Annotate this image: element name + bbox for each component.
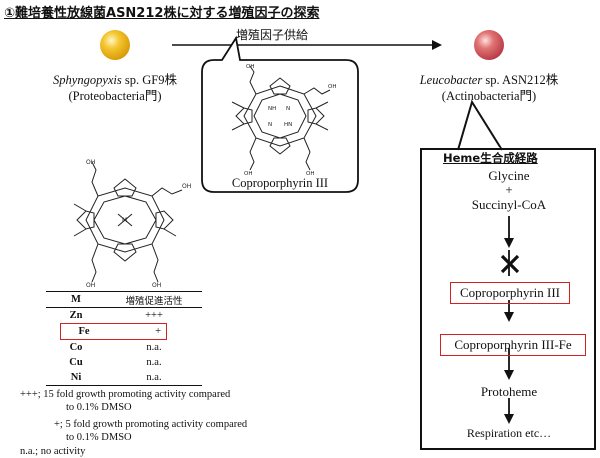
table-row: Fe + <box>61 324 165 339</box>
table-cell-metal: Cu <box>69 357 83 368</box>
hn-label: HN <box>284 122 292 128</box>
left-genus: Sphyngopyxis <box>53 73 122 87</box>
note-line-3: +; 5 fold growth promoting activity comp… <box>54 419 248 430</box>
mp-oh-label-2: OH <box>182 183 191 190</box>
succinyl-coa-label: Succinyl-CoA <box>471 197 547 212</box>
table-cell-metal: Zn <box>69 310 83 321</box>
oh-label-1: OH <box>246 64 254 70</box>
table-cell-activity: n.a. <box>146 357 162 368</box>
heme-pathway-box <box>420 148 596 450</box>
sphyngopyxis-cell-icon <box>100 30 130 60</box>
left-strain: sp. GF9株 <box>121 73 177 87</box>
metalloporphyrin-structure: M OH OH OH OH <box>73 159 191 288</box>
table-header-activity: 増殖促進活性 <box>125 295 183 307</box>
n-label-2: N <box>268 122 272 128</box>
table-header-metal: M <box>71 294 81 305</box>
note-line-1: +++; 15 fold growth promoting activity c… <box>20 389 231 400</box>
heme-callout-tail <box>457 99 503 151</box>
right-strain: sp. ASN212株 <box>482 73 559 87</box>
table-cell-activity: n.a. <box>146 342 162 353</box>
pathway-arrows <box>504 216 514 424</box>
table-cell-metal: Co <box>69 342 83 353</box>
bubble-compound-label: Coproporphyrin III <box>231 176 329 190</box>
table-row: Cu n.a. <box>46 355 202 370</box>
table-cell-activity: n.a. <box>146 372 162 383</box>
note-line-2: to 0.1% DMSO <box>66 402 132 413</box>
glycine-label: Glycine <box>488 168 530 183</box>
table-cell-metal: Fe <box>78 326 90 337</box>
plus-label: + <box>505 182 513 197</box>
note-line-4: to 0.1% DMSO <box>66 432 132 443</box>
table-cell-activity: +++ <box>145 310 163 321</box>
table-cell-metal: Ni <box>70 372 82 383</box>
oh-label-3: OH <box>244 171 252 176</box>
right-genus: Leucobacter <box>419 73 483 87</box>
coproporphyrin-structure: NH N N HN OH OH OH OH <box>231 64 336 176</box>
right-organism-name: Leucobacter sp. ASN212株 <box>404 72 574 88</box>
metal-activity-table: M 増殖促進活性 Zn +++ Fe + Co n.a. Cu n.a. Ni <box>46 291 202 386</box>
fe-highlight-box: Fe + <box>60 323 167 340</box>
table-cell-activity: + <box>155 326 161 337</box>
nh-label: NH <box>268 106 276 112</box>
leucobacter-cell-icon <box>474 30 504 60</box>
protoheme-label: Protoheme <box>480 384 538 399</box>
left-phylum: (Proteobacteria門) <box>68 89 162 103</box>
coproporphyrin-step: Coproporphyrin III <box>450 282 570 304</box>
table-row: Co n.a. <box>46 340 202 355</box>
page-title: ①難培養性放線菌ASN212株に対する増殖因子の探索 <box>4 6 320 21</box>
block-x-icon <box>500 254 520 274</box>
heme-pathway-title: Heme生合成経路 <box>443 151 538 165</box>
left-organism-name: Sphyngopyxis sp. GF9株 <box>30 72 200 88</box>
speech-bubble <box>201 35 359 193</box>
mp-oh-label-3: OH <box>86 282 95 288</box>
mp-oh-label-4: OH <box>152 282 161 288</box>
metal-m-label: M <box>122 217 127 224</box>
table-row: Zn +++ <box>46 308 202 323</box>
oh-label-2: OH <box>328 84 336 90</box>
note-line-5: n.a.; no activity <box>20 446 86 457</box>
respiration-label: Respiration etc… <box>466 426 552 440</box>
n-label-1: N <box>286 106 290 112</box>
supply-label: 増殖因子供給 <box>235 28 308 42</box>
supply-arrow-head <box>432 40 442 50</box>
coproporphyrin-fe-step: Coproporphyrin III-Fe <box>440 334 586 356</box>
mp-oh-label-1: OH <box>86 159 95 166</box>
oh-label-4: OH <box>306 171 314 176</box>
right-phylum: (Actinobacteria門) <box>441 89 537 103</box>
table-row: Ni n.a. <box>46 370 202 386</box>
